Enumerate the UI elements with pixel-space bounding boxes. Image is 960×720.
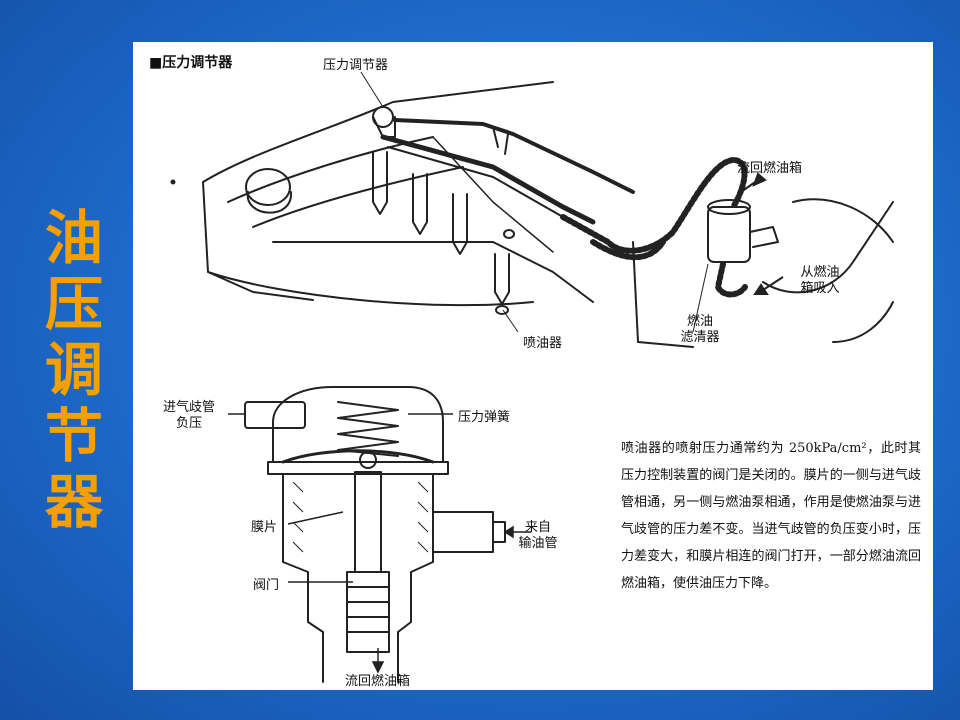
label-return-to-tank-bottom: 流回燃油箱 <box>345 674 411 689</box>
label-injector: 喷油器 <box>523 336 563 351</box>
description-text: 喷油器的喷射压力通常约为 250kPa/cm²，此时其压力控制装置的阀门是关闭的… <box>621 441 921 591</box>
label-line: 从燃油 <box>800 265 840 280</box>
title-char: 器 <box>44 468 103 536</box>
label-pressure-regulator: 压力调节器 <box>323 58 389 73</box>
label-fuel-filter: 燃油 滤清器 <box>675 314 725 346</box>
title-char: 压 <box>44 270 103 338</box>
label-line: 进气歧管 <box>162 400 215 415</box>
label-line: 来自 <box>524 520 551 535</box>
engine-fuel-system-drawing <box>170 71 894 348</box>
label-valve: 阀门 <box>253 578 280 593</box>
title-char: 油 <box>44 204 103 272</box>
label-from-tank: 从燃油 箱吸入 <box>795 265 845 297</box>
label-from-supply-pipe: 来自 输油管 <box>513 520 563 552</box>
label-line: 燃油 <box>686 314 713 329</box>
label-line: 输油管 <box>518 536 558 551</box>
label-line: 滤清器 <box>680 330 720 345</box>
label-intake-vacuum: 进气歧管 负压 <box>153 400 225 432</box>
section-header: ■压力调节器 <box>149 55 233 71</box>
slide-title: 油 压 调 节 器 <box>34 205 114 535</box>
label-line: 负压 <box>175 416 202 431</box>
label-line: 箱吸入 <box>800 281 840 296</box>
title-char: 调 <box>44 336 103 404</box>
label-return-to-tank: 流回燃油箱 <box>737 161 803 176</box>
label-diaphragm: 膜片 <box>251 520 278 535</box>
figure-panel: ■压力调节器 压力调节器 流回燃油箱 从燃油 箱吸入 燃油 滤清器 喷油器 进气… <box>133 42 933 690</box>
label-pressure-spring: 压力弹簧 <box>458 410 511 425</box>
title-char: 节 <box>44 402 103 470</box>
